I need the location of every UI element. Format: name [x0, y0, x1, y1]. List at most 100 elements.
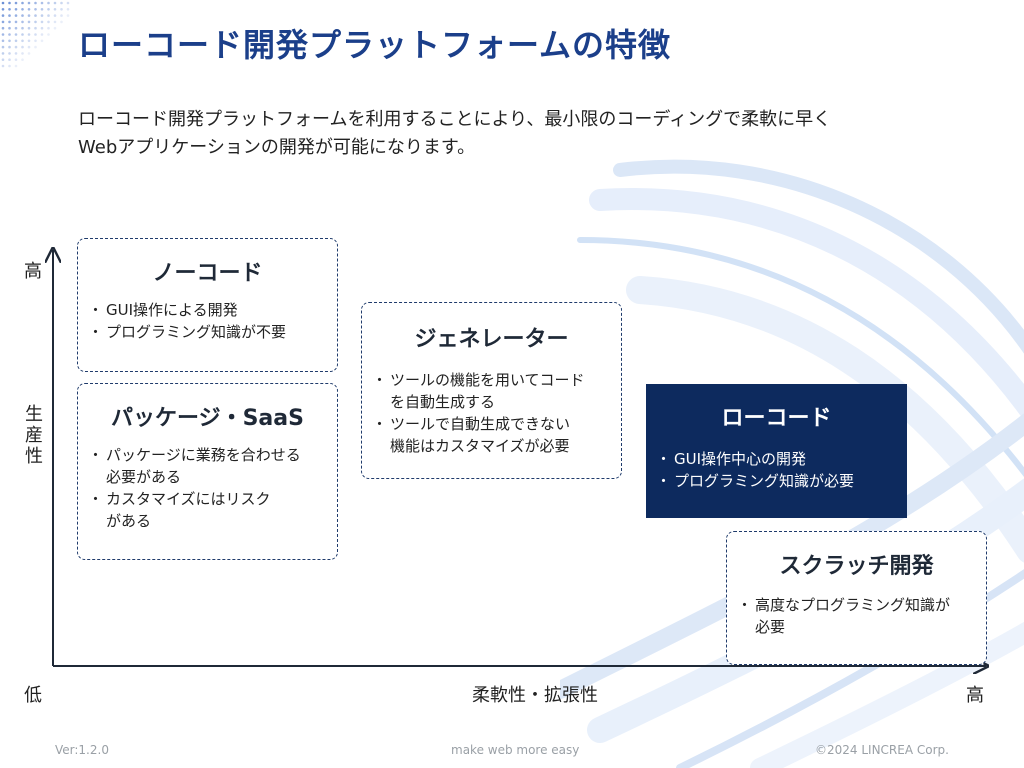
decor-dot	[53, 1, 57, 5]
intro-line: ローコード開発プラットフォームを利用することにより、最小限のコーディングで柔軟に…	[78, 109, 832, 130]
feature-item: GUI操作中心の開発	[646, 448, 907, 470]
decor-dot	[14, 52, 18, 55]
decor-dot	[40, 14, 44, 17]
x-axis-high-label: 高	[966, 685, 984, 706]
decor-dot	[21, 26, 24, 30]
footer-copyright: ©2024 LINCREA Corp.	[815, 743, 949, 757]
decor-dot	[34, 14, 37, 17]
decor-dot	[14, 39, 18, 43]
box-scratch: スクラッチ開発 高度なプログラミング知識が 必要	[726, 531, 987, 665]
y-axis-title: 生 産 性	[24, 404, 44, 467]
decor-dot	[66, 1, 70, 5]
decor-dot	[14, 1, 18, 5]
decor-dot	[21, 58, 24, 61]
decor-dot	[27, 8, 31, 11]
decor-dot	[8, 45, 11, 49]
feature-item: ツールの機能を用いてコード を自動生成する	[362, 369, 621, 413]
decor-dot	[34, 8, 37, 11]
decor-dot	[40, 39, 44, 43]
decor-dot	[34, 45, 37, 49]
decor-dot	[1, 45, 5, 49]
feature-item: カスタマイズにはリスク がある	[78, 488, 337, 532]
feature-item: プログラミング知識が必要	[646, 470, 907, 492]
footer-tagline: make web more easy	[451, 743, 580, 757]
box-title: パッケージ・SaaS	[111, 406, 304, 431]
decor-dot	[8, 20, 11, 24]
y-axis-high-label: 高	[24, 261, 42, 282]
decor-dot	[40, 1, 44, 5]
y-axis-title-char: 生	[25, 404, 43, 425]
decor-dot	[1, 8, 5, 11]
decor-dot	[21, 1, 24, 5]
decor-dot	[40, 8, 44, 11]
decor-dot	[8, 26, 11, 30]
decor-dot	[1, 26, 5, 30]
decor-dot	[27, 14, 31, 17]
decor-dot	[53, 8, 57, 11]
decor-dot	[60, 8, 63, 11]
decor-dot	[60, 20, 63, 24]
decor-dot	[47, 8, 50, 11]
corner-dot-pattern	[1, 1, 70, 68]
decor-dot	[8, 1, 11, 5]
decor-dot	[27, 39, 31, 43]
decor-dot	[60, 14, 63, 17]
decor-dot	[8, 64, 11, 68]
page-title: ローコード開発プラットフォームの特徴	[78, 26, 672, 64]
feature-text: 高度なプログラミング知識が	[755, 596, 951, 614]
decor-dot	[14, 8, 18, 11]
decor-dot	[47, 1, 50, 5]
feature-list: GUI操作による開発 プログラミング知識が不要	[78, 299, 337, 343]
decor-dot	[34, 20, 37, 24]
decor-dot	[27, 33, 31, 36]
feature-text: プログラミング知識が必要	[674, 472, 855, 490]
box-title: スクラッチ開発	[779, 554, 934, 579]
feature-text: 必要	[755, 618, 786, 636]
decor-dot	[34, 1, 37, 5]
decor-dot	[14, 14, 18, 17]
decor-dot	[27, 26, 31, 30]
decor-dot	[1, 39, 5, 43]
origin-low-label: 低	[24, 685, 42, 706]
decor-dot	[14, 33, 18, 36]
decor-dot	[21, 39, 24, 43]
decor-dot	[14, 45, 18, 49]
feature-text: ツールで自動生成できない	[390, 415, 571, 433]
feature-item: ツールで自動生成できない 機能はカスタマイズが必要	[362, 413, 621, 457]
feature-item: 高度なプログラミング知識が 必要	[727, 594, 986, 638]
box-generator: ジェネレーター ツールの機能を用いてコード を自動生成する ツールで自動生成でき…	[361, 302, 622, 479]
decor-dot	[21, 45, 24, 49]
decor-dot	[60, 1, 63, 5]
decor-dot	[27, 52, 31, 55]
decor-dot	[21, 20, 24, 24]
decor-dot	[1, 64, 5, 68]
feature-item: GUI操作による開発	[78, 299, 337, 321]
feature-text: がある	[106, 512, 152, 530]
decor-dot	[47, 33, 50, 36]
feature-text: GUI操作中心の開発	[674, 450, 807, 468]
decor-dot	[66, 8, 70, 11]
decor-dot	[53, 26, 57, 30]
decor-dot	[21, 52, 24, 55]
feature-list: ツールの機能を用いてコード を自動生成する ツールで自動生成できない 機能はカス…	[362, 369, 621, 457]
decor-dot	[53, 20, 57, 24]
decor-dot	[21, 8, 24, 11]
feature-list: パッケージに業務を合わせる 必要がある カスタマイズにはリスク がある	[78, 444, 337, 532]
decor-dot	[40, 33, 44, 36]
box-title: ジェネレーター	[414, 327, 569, 352]
decor-dot	[8, 58, 11, 61]
decor-dot	[1, 58, 5, 61]
box-package-saas: パッケージ・SaaS パッケージに業務を合わせる 必要がある カスタマイズにはリ…	[77, 383, 338, 560]
decor-dot	[40, 26, 44, 30]
footer-version: Ver:1.2.0	[55, 743, 109, 757]
feature-item: プログラミング知識が不要	[78, 321, 337, 343]
decor-dot	[8, 8, 11, 11]
feature-text: 必要がある	[106, 468, 182, 486]
decor-dot	[47, 26, 50, 30]
decor-dot	[21, 33, 24, 36]
decor-dot	[27, 1, 31, 5]
decor-dot	[27, 20, 31, 24]
box-title: ローコード	[721, 406, 832, 431]
decor-dot	[34, 39, 37, 43]
feature-text: を自動生成する	[390, 393, 496, 411]
